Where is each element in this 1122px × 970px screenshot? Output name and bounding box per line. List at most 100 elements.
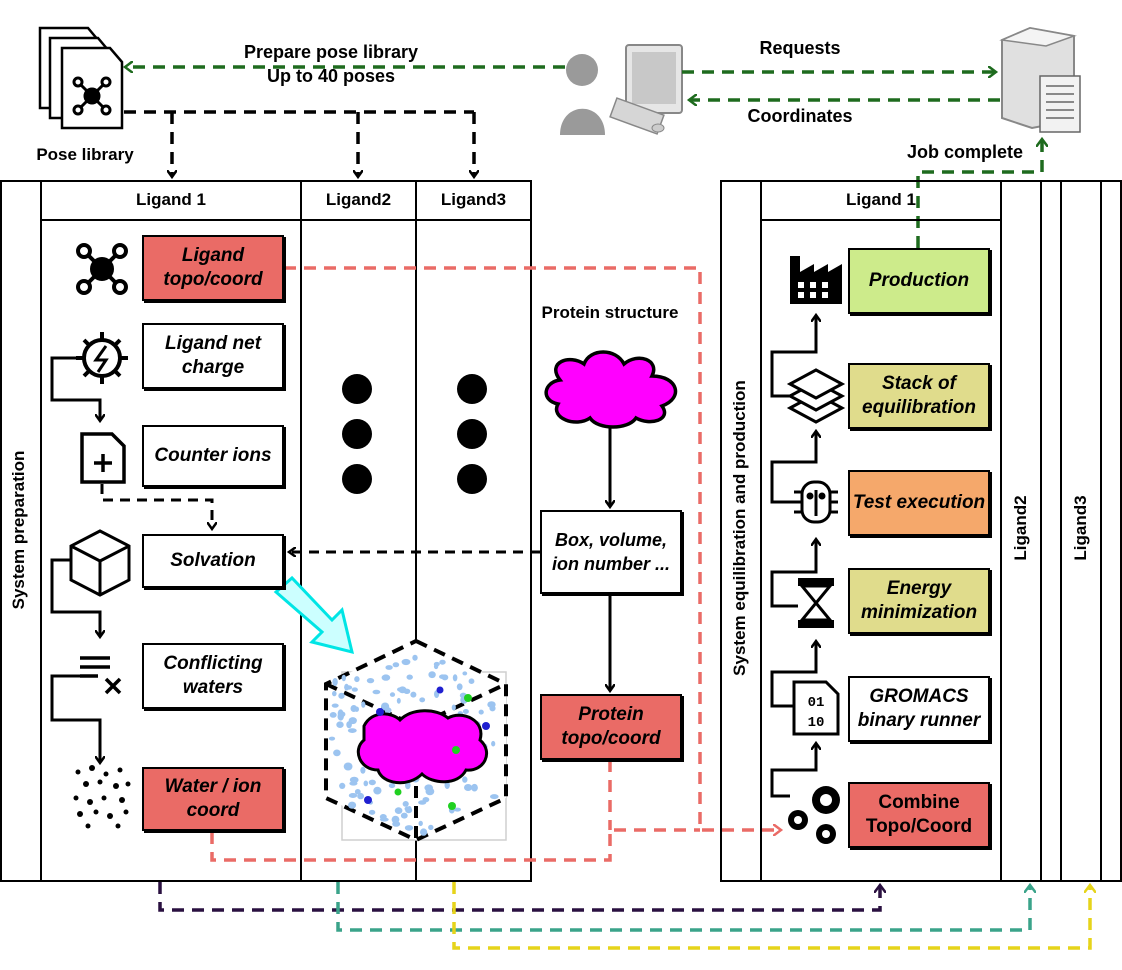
bug-icon [794, 480, 838, 524]
water-molecule [351, 687, 358, 692]
clear-list-icon [80, 656, 122, 695]
water-molecule [357, 792, 364, 800]
water-molecule [336, 721, 344, 728]
svg-text:01: 01 [808, 695, 825, 711]
water-molecule [379, 817, 389, 822]
water-molecule [468, 678, 475, 684]
water-molecule [381, 702, 390, 711]
water-molecule [350, 705, 358, 712]
system-preparation-label: System preparation [9, 450, 28, 610]
left-step-connectors [50, 356, 212, 762]
water-molecule [394, 807, 403, 814]
water-molecule [439, 659, 446, 665]
water-molecule [428, 671, 436, 679]
water-molecule [471, 783, 478, 792]
water-molecule [333, 749, 341, 757]
water-ion-coord-box: Water / ion coord [142, 767, 284, 831]
water-molecule [348, 793, 358, 798]
water-molecule [456, 683, 463, 691]
coordinates-label: Coordinates [747, 106, 853, 126]
pose-library-icon [38, 26, 124, 130]
water-molecule [329, 712, 337, 718]
protein-flow-arrows [290, 428, 610, 690]
gears-icon [788, 786, 840, 844]
solvation-box-label: Solvation [142, 534, 284, 588]
water-molecule [389, 692, 396, 697]
water-molecule [346, 721, 352, 729]
server-icon [999, 26, 1081, 133]
water-molecule [462, 709, 469, 714]
water-molecule [363, 780, 369, 787]
right-panel [720, 180, 1122, 882]
water-molecule [341, 674, 346, 682]
water-molecule [428, 824, 434, 831]
water-molecule [404, 825, 414, 831]
water-molecule [354, 676, 360, 683]
water-molecule [392, 662, 400, 668]
water-molecule [462, 671, 468, 676]
combine-topo-box: Combine Topo/Coord [848, 782, 990, 848]
factory-icon [790, 256, 842, 304]
requests-label: Requests [759, 38, 841, 58]
water-molecule [332, 690, 337, 697]
water-molecule [388, 783, 396, 789]
water-molecule [422, 797, 430, 803]
pose-branch-arrows [124, 110, 474, 176]
water-molecule [424, 784, 434, 792]
water-molecule [328, 736, 336, 741]
water-molecule [339, 782, 346, 790]
gromacs-runner-box: GROMACS binary runner [848, 676, 990, 742]
water-molecule [433, 663, 439, 670]
water-molecule [439, 674, 447, 679]
water-molecule [368, 779, 376, 786]
water-molecule [366, 678, 375, 684]
water-molecule [385, 665, 393, 670]
water-molecule [361, 701, 366, 708]
water-molecule [347, 728, 357, 733]
water-molecule [464, 784, 473, 791]
water-molecule [372, 689, 381, 695]
prepare-label: Prepare pose library [243, 42, 419, 62]
water-molecule [343, 762, 353, 771]
water-molecule [349, 776, 359, 784]
right-header-ligand1: Ligand 1 [846, 190, 916, 209]
water-molecule [398, 686, 407, 694]
protein-structure-label: Protein structure [541, 303, 679, 322]
hourglass-icon [798, 578, 834, 628]
water-molecule [491, 740, 496, 747]
highlight-arrow [273, 575, 355, 655]
production-box: Production [848, 248, 990, 314]
water-molecule [332, 678, 338, 686]
water-molecule [348, 801, 357, 809]
water-molecule [420, 828, 428, 836]
water-molecule [418, 820, 423, 827]
water-molecule [462, 776, 468, 783]
right-ligand3-label: Ligand3 [1071, 495, 1090, 561]
right-ligand2-label: Ligand2 [1011, 495, 1030, 561]
water-molecule [402, 801, 409, 807]
left-header-ligand2: Ligand2 [325, 190, 392, 209]
equilibration-production-label: System equilibration and production [730, 380, 749, 676]
job-complete-label: Job complete [906, 142, 1024, 162]
left-header-ligand1: Ligand 1 [136, 190, 206, 209]
water-molecule [410, 691, 417, 698]
user-computer-icon [560, 44, 683, 135]
water-molecule [338, 692, 345, 699]
water-molecule [401, 658, 411, 666]
water-molecule [396, 697, 401, 704]
layers-icon [786, 368, 846, 424]
water-molecule [452, 674, 458, 682]
left-panel [0, 180, 532, 882]
left-header-ligand3: Ligand3 [440, 190, 507, 209]
molecule-icon [76, 243, 128, 295]
ligand-net-charge-box: Ligand net charge [142, 323, 284, 389]
water-molecule [400, 812, 408, 819]
water-molecule [453, 807, 461, 812]
ligand3-transfer-arrow [452, 882, 1090, 950]
ligand2-transfer-arrow [336, 882, 1030, 932]
poses-count-label: Up to 40 poses [266, 66, 396, 86]
stack-equilibration-box: Stack of equilibration [848, 363, 990, 429]
water-molecule [406, 674, 413, 680]
add-file-icon [80, 432, 126, 484]
